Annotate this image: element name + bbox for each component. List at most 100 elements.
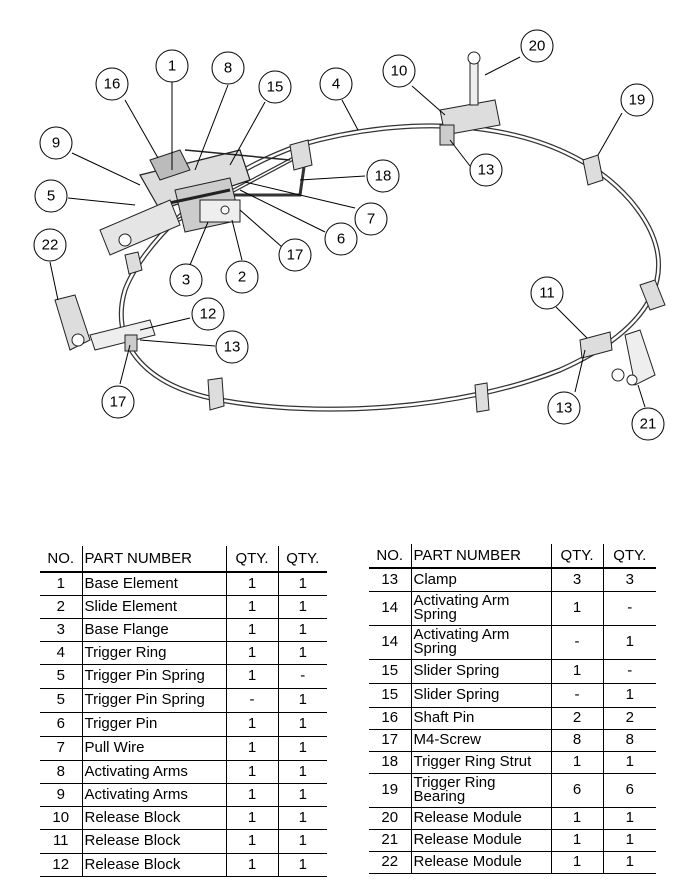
svg-text:5: 5	[47, 188, 55, 205]
part-number: Slide Element	[81, 595, 226, 619]
qty-config-1: 1	[225, 641, 278, 665]
part-number: Trigger Ring Bearing	[410, 773, 551, 808]
balloon-10: 10	[382, 54, 416, 88]
col-no: NO.	[369, 544, 411, 569]
qty-config-2: -	[602, 591, 656, 626]
balloon-2: 2	[225, 260, 259, 294]
part-number: Release Block	[81, 829, 226, 854]
qty-config-1: 1	[550, 829, 603, 852]
svg-text:4: 4	[332, 76, 340, 93]
part-number: Trigger Ring Strut	[410, 751, 551, 774]
bom-header-row: NO. PART NUMBER QTY. QTY.	[369, 544, 656, 569]
qty-config-2: 1	[277, 736, 327, 761]
balloon-9: 9	[39, 126, 73, 160]
svg-text:1: 1	[168, 58, 176, 75]
balloon-15: 15	[258, 70, 292, 104]
qty-config-1: 6	[550, 773, 603, 808]
qty-config-1: 1	[225, 595, 278, 619]
qty-config-2: 1	[277, 783, 327, 807]
qty-config-1: 1	[225, 829, 278, 854]
col-qty-2: QTY.	[277, 546, 327, 573]
qty-config-1: 2	[550, 707, 603, 730]
item-number: 1	[40, 572, 82, 596]
qty-config-1: 1	[550, 807, 603, 830]
part-number: Release Block	[81, 853, 226, 877]
svg-text:6: 6	[337, 231, 345, 248]
svg-text:17: 17	[110, 394, 127, 411]
svg-text:9: 9	[52, 135, 60, 152]
part-number: Release Block	[81, 806, 226, 830]
qty-config-2: 1	[602, 807, 656, 830]
balloon-1: 1	[155, 49, 189, 83]
svg-text:7: 7	[367, 211, 375, 228]
qty-config-1: 1	[225, 736, 278, 761]
item-number: 8	[40, 760, 82, 784]
part-number: Release Module	[410, 829, 551, 852]
qty-config-1: 8	[550, 729, 603, 752]
qty-config-1: 1	[225, 618, 278, 642]
balloon-20: 20	[520, 29, 554, 63]
bom-header-row: NO. PART NUMBER QTY. QTY.	[40, 546, 327, 573]
balloon-12: 12	[191, 297, 225, 331]
item-number: 15	[369, 683, 411, 708]
item-number: 11	[40, 829, 82, 854]
balloon-13-right: 13	[547, 391, 581, 425]
col-part-number: PART NUMBER	[81, 546, 226, 573]
qty-config-2: 1	[602, 829, 656, 852]
qty-config-2: 1	[277, 618, 327, 642]
item-number: 10	[40, 806, 82, 830]
release-module-right	[579, 329, 656, 386]
part-number: Base Flange	[81, 618, 226, 642]
svg-text:17: 17	[287, 247, 304, 264]
qty-config-2: 1	[277, 572, 327, 596]
svg-text:18: 18	[375, 168, 392, 185]
trigger-ring-bearings	[124, 139, 666, 413]
part-number: Release Module	[410, 851, 551, 874]
qty-config-1: 1	[225, 572, 278, 596]
qty-config-1: 3	[550, 568, 603, 592]
part-number: Activating Arm Spring	[410, 591, 551, 626]
assembly-drawing: 1 8 15 16 4 10 20 19 9 5 22 18 7 6 17 3 …	[33, 29, 666, 441]
svg-text:2: 2	[238, 269, 246, 286]
balloon-18: 18	[366, 159, 400, 193]
balloon-17-bottom: 17	[101, 385, 135, 419]
item-number: 14	[369, 591, 411, 626]
svg-text:13: 13	[478, 162, 495, 179]
qty-config-1: 1	[225, 806, 278, 830]
part-number: Trigger Ring	[81, 641, 226, 665]
qty-config-2: 8	[602, 729, 656, 752]
item-number: 15	[369, 659, 411, 684]
qty-config-1: 1	[225, 664, 278, 689]
part-number: Trigger Pin	[81, 712, 226, 737]
release-module-left	[54, 294, 156, 352]
qty-config-2: 1	[277, 688, 327, 713]
svg-text:12: 12	[200, 306, 217, 323]
qty-config-1: 1	[550, 591, 603, 626]
qty-config-2: -	[277, 664, 327, 689]
balloon-13-left: 13	[215, 330, 249, 364]
qty-config-2: 1	[277, 829, 327, 854]
balloon-21: 21	[631, 407, 665, 441]
part-number: Base Element	[81, 572, 226, 596]
